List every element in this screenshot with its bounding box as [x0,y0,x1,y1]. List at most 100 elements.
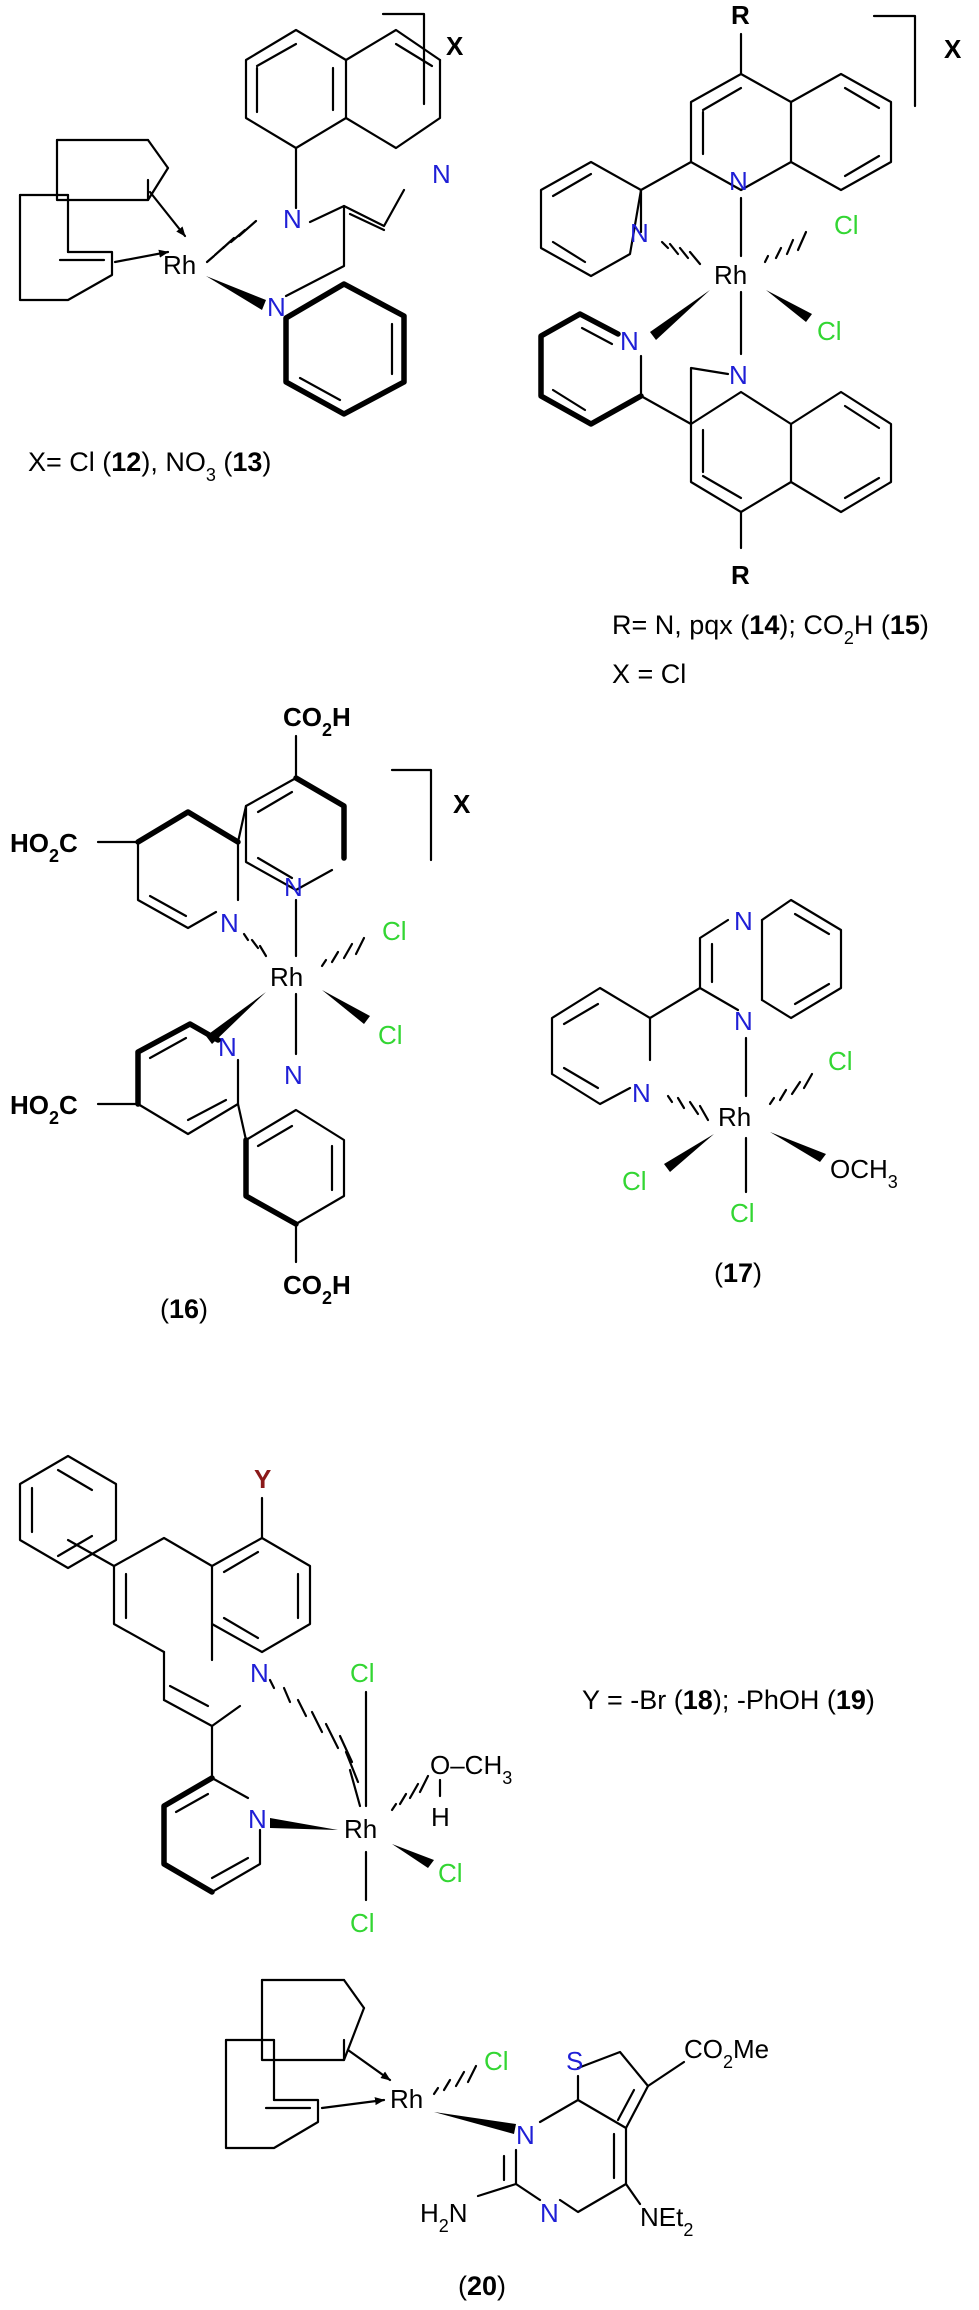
caption-20: (20) [458,2271,506,2301]
quinoxaline-ring [698,898,843,1020]
hashed-bond [268,1678,362,1808]
pyridine-lower [538,311,644,427]
och3-group: O–CH3 [430,1750,512,1788]
cod-ligand [18,138,170,302]
ho2c-group: HO2C [10,1090,78,1128]
rh-atom: Rh [390,2084,423,2114]
cl-atom: Cl [350,1908,375,1938]
solid-wedge [434,2112,516,2134]
pyridine-upper [539,160,643,278]
hashed-bond [320,936,366,968]
n-atom: N [267,292,286,322]
caption-17: (17) [714,1258,762,1288]
cl-atom: Cl [382,916,407,946]
compound-12-13: Rh N N [18,12,464,485]
cl-atom: Cl [730,1198,755,1228]
cl-atom: Cl [817,316,842,346]
caption-18-19: Y = -Br (18); -PhOH (19) [582,1685,875,1715]
hashed-bond [768,1072,814,1106]
hashed-bond [432,2064,478,2096]
cod-arrow-lower [320,2097,386,2110]
co2h-group: CO2H [283,1270,351,1308]
solid-wedge [766,290,812,322]
solid-wedge [770,1132,826,1162]
counter-ion-x: X [944,34,962,64]
n-atom: N [729,166,748,196]
n-atom: N [284,872,303,902]
quinoline-upper [689,72,893,192]
rh-atom: Rh [714,260,747,290]
cod-arrow-upper [346,2048,392,2082]
pyridine-ring [550,986,652,1106]
n-atom: N [250,1658,269,1688]
h-atom: H [431,1802,450,1832]
cod-arrow-lower [113,249,170,264]
r-substituent: R [731,560,750,590]
n-atom: N [218,1032,237,1062]
solid-wedge [270,1818,338,1830]
hashed-bond [242,932,268,958]
n-atom: N [734,1006,753,1036]
n-atom: N [284,1060,303,1090]
cl-atom: Cl [622,1166,647,1196]
bracket [381,12,426,106]
caption-14-15: R= N, pqx (14); CO2H (15) [612,610,929,648]
counter-ion-x: X [446,31,464,61]
y-substituent: Y [254,1464,271,1494]
net2-group: NEt2 [640,2202,693,2240]
hashed-bond [763,230,808,264]
thienopyrimidine [538,2050,686,2214]
rh-atom: Rh [344,1814,377,1844]
s-atom: S [566,2046,583,2076]
cod-arrow-upper [148,190,187,238]
cl-atom: Cl [834,210,859,240]
n-atom: N [540,2198,559,2228]
hashed-bond [660,240,702,266]
n-atom: N [516,2120,535,2150]
co2me-group: CO2Me [684,2034,769,2072]
compound-14-15: R N N Rh [538,0,962,689]
quinoline-lower [689,390,893,514]
bracket [390,768,433,862]
counter-ion-x: X [453,789,471,819]
solid-wedge [322,990,370,1024]
solid-wedge [664,1134,714,1172]
pyridine-ring [135,809,241,930]
caption-14-15-x: X = Cl [612,659,686,689]
cl-atom: Cl [350,1658,375,1688]
rh-atom: Rh [718,1102,751,1132]
hashed-bond [390,1774,430,1812]
n-atom: N [729,360,748,390]
cl-atom: Cl [828,1046,853,1076]
bracket [872,14,917,108]
quinoxaline-ring [244,28,442,210]
n-atom: N [734,906,753,936]
compound-18-19: Y N N Rh [18,1454,875,1938]
rh-atom: Rh [270,962,303,992]
phenyl-ring [18,1454,118,1570]
cl-atom: Cl [438,1858,463,1888]
ho2c-group: HO2C [10,828,78,866]
solid-wedge [392,1844,434,1868]
n-atom: N [620,326,639,356]
cod-ligand [224,1978,366,2150]
r-substituent: R [731,0,750,30]
och3-group: OCH3 [830,1154,898,1192]
cl-atom: Cl [484,2046,509,2076]
n-atom: N [630,218,649,248]
n-atom: N [248,1804,267,1834]
compound-17: N N N Rh [550,898,898,1288]
h2n-group: H2N [420,2198,468,2236]
n-atom: N [220,908,239,938]
hashed-bond [666,1094,710,1122]
caption-12-13: X= Cl (12), NO3 (13) [28,447,271,485]
n-atom: N [632,1078,651,1108]
caption-16: (16) [160,1294,208,1324]
pyridine-ring [283,204,407,417]
cl-atom: Cl [378,1020,403,1050]
pyridine-ring [244,775,347,892]
rh-atom: Rh [163,250,196,280]
hashed-wedge [205,219,258,264]
solid-wedge [650,290,710,340]
